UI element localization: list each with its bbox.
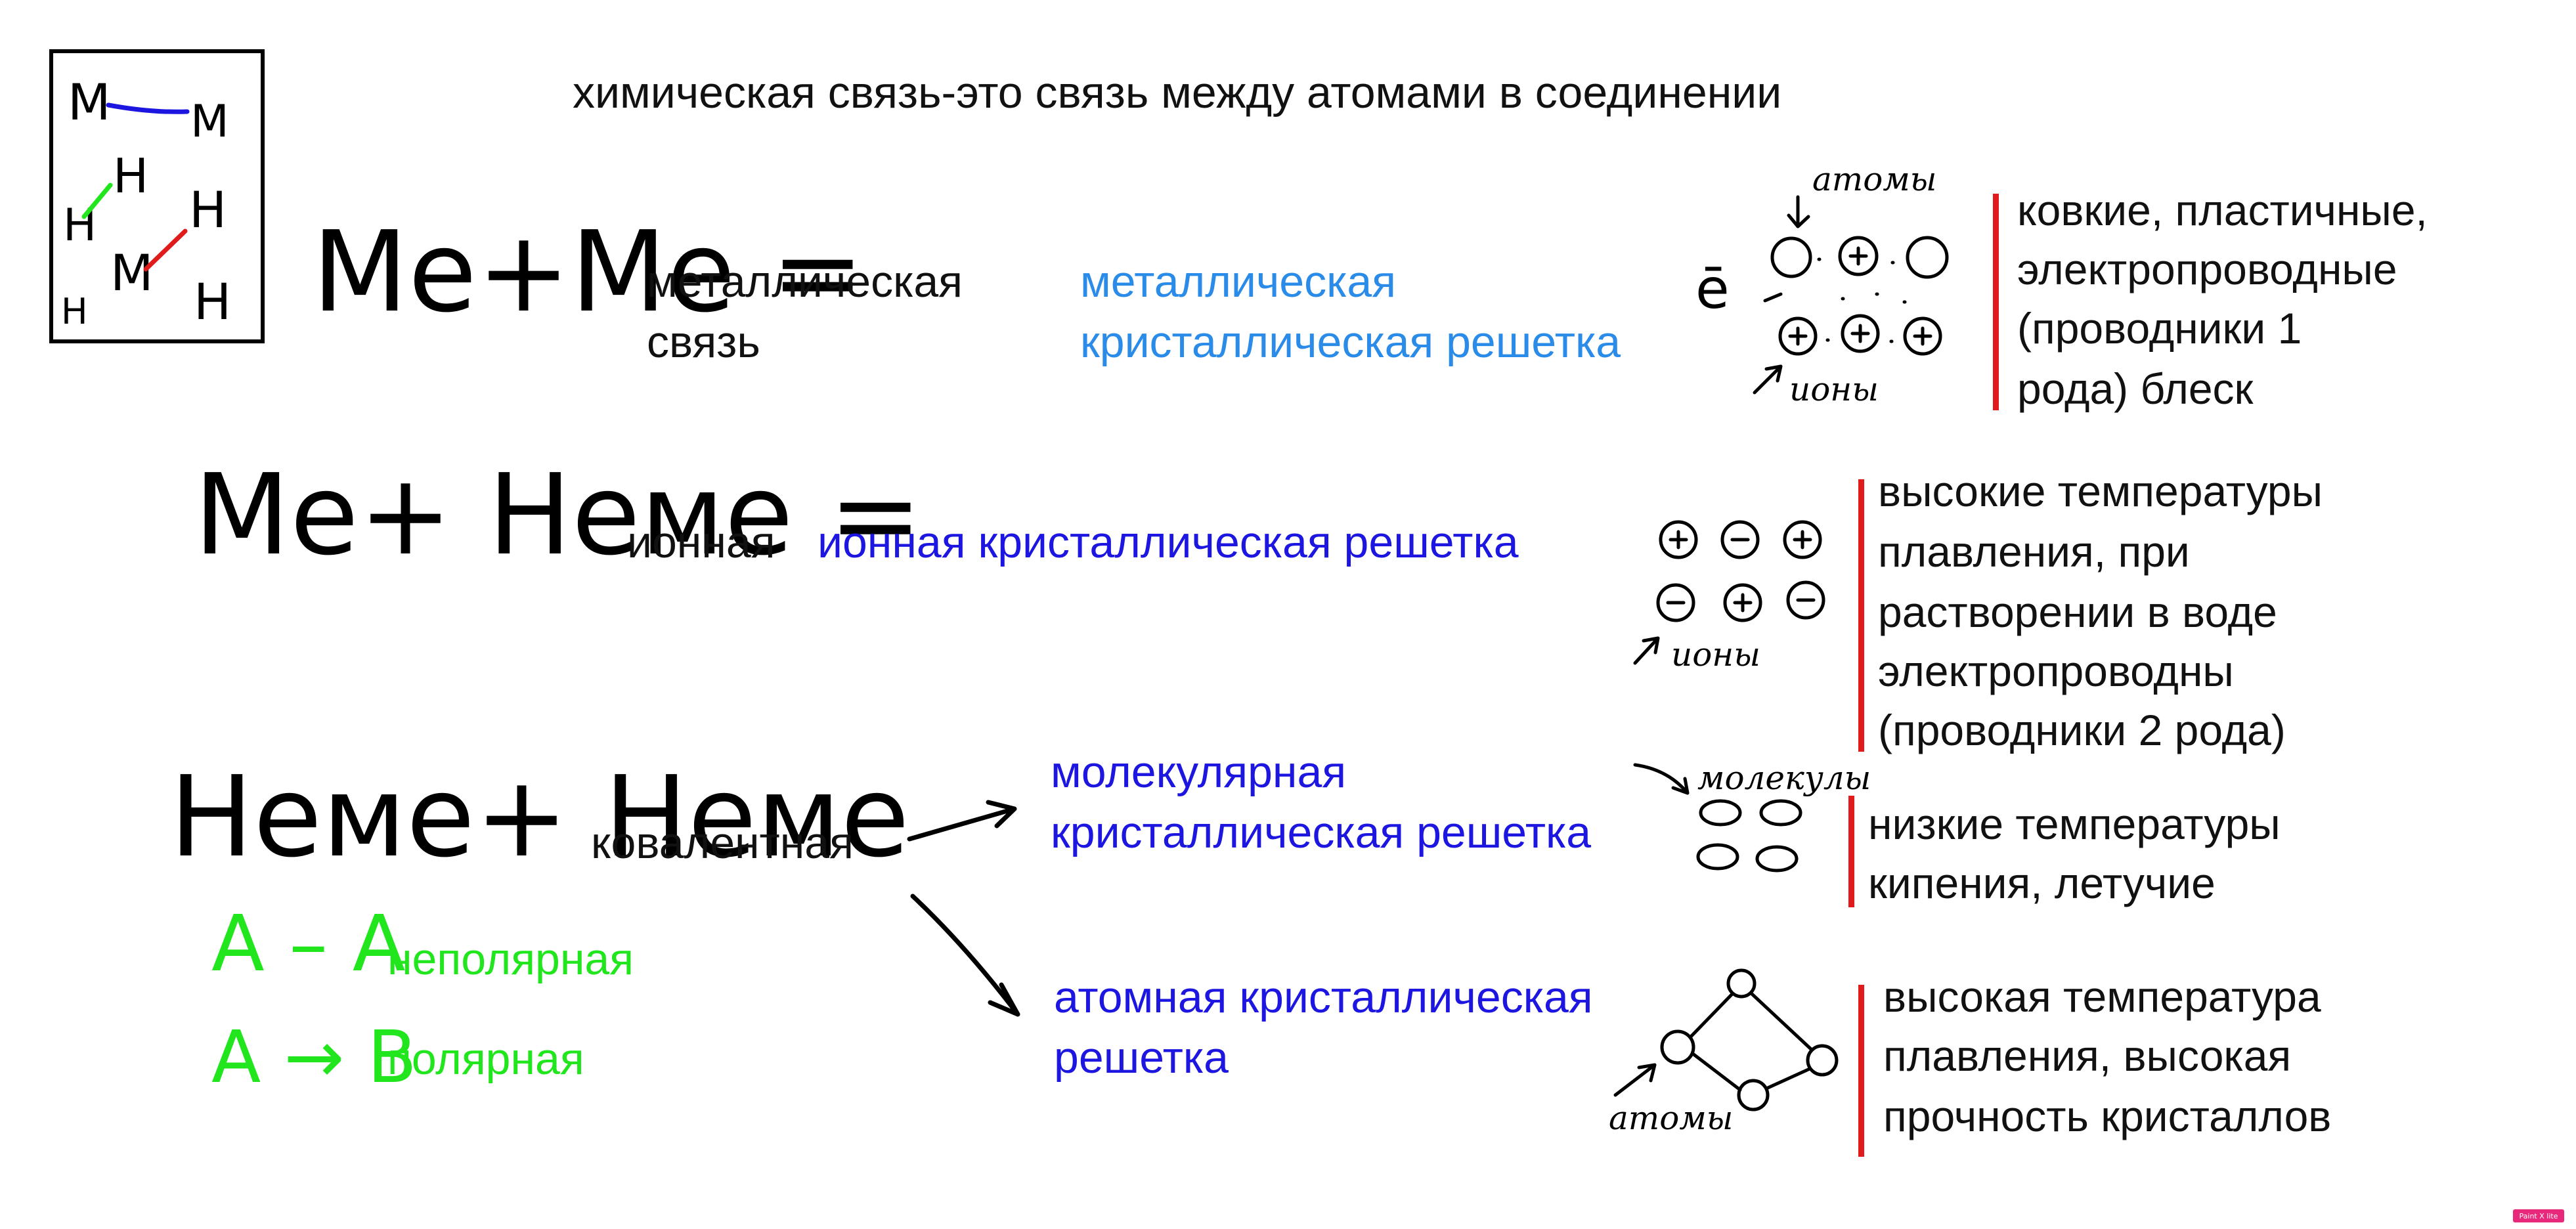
- watermark-badge: Paint X lite: [2513, 1209, 2564, 1222]
- metallic-lattice-sketch: [1753, 195, 1949, 395]
- sketch-label-molecules: молекулы: [1697, 759, 1871, 797]
- bond-m-m: [106, 102, 190, 114]
- bond-type-ionic: ионная: [627, 517, 775, 567]
- divider-molecular: [1848, 796, 1854, 907]
- divider-ionic: [1858, 479, 1864, 752]
- property-metallic-1: ковкие, пластичные,: [2017, 186, 2428, 234]
- formula-covalent: Неме+ Неме: [169, 752, 909, 882]
- divider-atomic: [1858, 985, 1864, 1157]
- molecular-lattice-sketch: [1633, 763, 1802, 873]
- property-ionic-5: (проводники 2 рода): [1878, 706, 2286, 754]
- sketch-label-ions-metallic: ионы: [1789, 370, 1879, 408]
- property-metallic-2: электропроводные: [2017, 245, 2397, 293]
- branch-arrows: [907, 800, 1020, 1017]
- formula-ionic: Me+ Неме =: [194, 450, 923, 580]
- property-ionic-2: плавления, при: [1878, 527, 2190, 576]
- sketch-label-electron: ē: [1695, 257, 1730, 321]
- arrow-to-atomic: [910, 894, 1020, 1017]
- bond-type-covalent: ковалентная: [591, 818, 854, 868]
- lattice-metallic-line2: кристаллическая решетка: [1080, 317, 1621, 367]
- atom-h-3: H: [189, 181, 227, 239]
- property-metallic-4: рода) блеск: [2017, 364, 2254, 413]
- lattice-molecular-line2: кристаллическая решетка: [1051, 808, 1592, 857]
- divider-metallic: [1993, 194, 1999, 410]
- property-ionic-1: высокие температуры: [1878, 467, 2323, 515]
- atomic-lattice-sketch: [1613, 968, 1839, 1111]
- property-ionic-3: растворении в воде: [1878, 588, 2277, 636]
- atom-m-3: M: [110, 244, 154, 302]
- property-metallic-3: (проводники 1: [2017, 304, 2302, 353]
- property-atomic-2: плавления, высокая: [1883, 1031, 2292, 1080]
- formula-metallic: Me+Me =: [312, 207, 865, 337]
- page-title: химическая связь-это связь между атомами…: [573, 68, 1782, 118]
- property-atomic-1: высокая температура: [1883, 972, 2321, 1021]
- subtype-polar-formula: A → B: [211, 1015, 417, 1099]
- lattice-metallic-line1: металлическая: [1080, 257, 1396, 307]
- atom-m-2: M: [190, 96, 229, 148]
- atom-m-1: M: [68, 73, 111, 131]
- property-atomic-3: прочность кристаллов: [1883, 1092, 2332, 1140]
- lattice-atomic-line2: решетка: [1054, 1033, 1229, 1083]
- sketch-label-ions-ionic: ионы: [1671, 636, 1760, 674]
- bond-type-metallic-line2: связь: [647, 317, 760, 367]
- property-molecular-2: кипения, летучие: [1868, 859, 2216, 907]
- arrow-to-molecular: [907, 800, 1017, 842]
- sketch-label-atoms-metallic: атомы: [1812, 160, 1937, 198]
- lattice-molecular-line1: молекулярная: [1051, 747, 1347, 797]
- example-molecules-box: [49, 49, 265, 343]
- bond-type-metallic-line1: металлическая: [647, 257, 963, 307]
- subtype-polar-label: полярная: [387, 1034, 584, 1084]
- subtype-nonpolar-label: неполярная: [387, 934, 634, 984]
- lattice-ionic: ионная кристаллическая решетка: [818, 517, 1519, 567]
- sketch-label-atoms-atomic: атомы: [1609, 1099, 1734, 1137]
- ionic-lattice-sketch: [1633, 520, 1825, 665]
- atom-h-5: H: [194, 272, 232, 331]
- bond-m-h: [143, 228, 188, 272]
- atom-h-1: H: [113, 148, 149, 204]
- lattice-atomic-line1: атомная кристаллическая: [1054, 972, 1593, 1022]
- subtype-nonpolar-formula: A – A: [211, 898, 406, 989]
- property-molecular-1: низкие температуры: [1868, 800, 2281, 848]
- atom-h-4: H: [61, 291, 88, 332]
- property-ionic-4: электропроводны: [1878, 647, 2234, 695]
- bond-h-h: [81, 183, 113, 219]
